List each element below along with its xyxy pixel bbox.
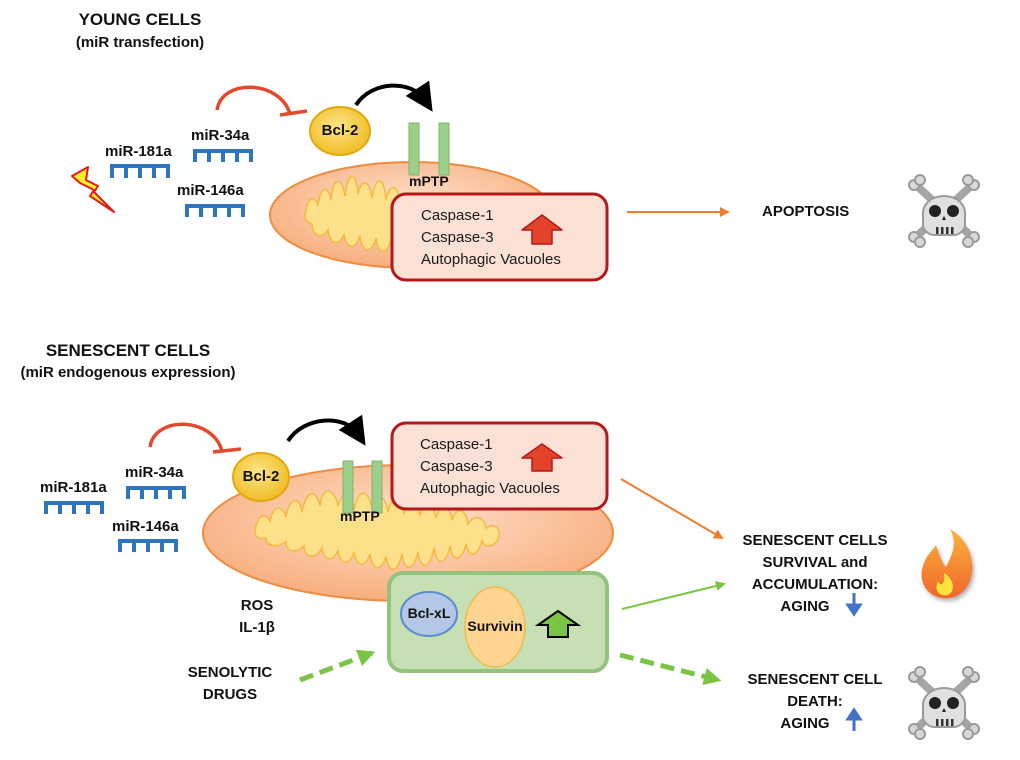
stress-factors-label: ROS IL-1β	[232, 595, 282, 639]
mptp-channel-icon	[408, 122, 450, 176]
survival-to-accumulation-arrow-icon	[621, 581, 726, 610]
death-aging-label: AGING	[780, 715, 830, 732]
young-cells-subtitle: (miR transfection)	[75, 34, 205, 51]
caspase-box	[390, 192, 609, 282]
skull-crossbones-icon	[908, 666, 980, 740]
survivin-protein-icon	[464, 586, 526, 668]
mptp-label: mPTP	[409, 173, 449, 189]
increase-arrow-icon	[521, 443, 563, 472]
survival-aging-label: AGING	[780, 598, 830, 615]
mir-146a-label: miR-146a	[177, 182, 244, 199]
activation-arrow-icon	[286, 414, 366, 446]
autophagic-vacuoles-label: Autophagic Vacuoles	[421, 251, 561, 268]
senolytic-arrow-icon	[299, 649, 376, 683]
survival-line-2: SURVIVAL and	[762, 554, 868, 571]
fire-icon	[921, 529, 973, 599]
senolytic-drugs-label: SENOLYTIC DRUGS	[186, 662, 274, 706]
caspase-1-label: Caspase-1	[421, 207, 494, 224]
apoptosis-label: APOPTOSIS	[762, 203, 850, 220]
death-line-2: DEATH:	[787, 693, 843, 710]
mir-34a-strand-icon	[193, 149, 253, 162]
death-line-1: SENESCENT CELL	[747, 671, 883, 688]
bclxl-label: Bcl-xL	[407, 605, 451, 621]
caspase-1-label: Caspase-1	[420, 436, 493, 453]
survival-outcome-label: SENESCENT CELLS SURVIVAL and ACCUMULATIO…	[730, 530, 900, 618]
mir-34a-label: miR-34a	[125, 464, 184, 481]
senescent-cells-title: SENESCENT CELLS	[45, 341, 211, 360]
mir-34a-strand-icon	[126, 486, 186, 499]
death-outcome-label: SENESCENT CELL DEATH: AGING	[735, 669, 895, 735]
mptp-label: mPTP	[340, 508, 380, 524]
mir-34a-label: miR-34a	[191, 127, 250, 144]
mir-181a-label: miR-181a	[105, 143, 172, 160]
survival-line-1: SENESCENT CELLS	[742, 532, 888, 549]
senolytic-label: SENOLYTIC	[187, 664, 273, 681]
inhibition-arrow-icon	[215, 85, 308, 117]
mir-146a-strand-icon	[185, 204, 245, 217]
survival-line-3: ACCUMULATION:	[751, 576, 879, 593]
increase-arrow-icon	[521, 214, 563, 245]
mir-181a-strand-icon	[44, 501, 104, 514]
young-cells-title: YOUNG CELLS	[78, 10, 202, 29]
survivin-label: Survivin	[467, 618, 523, 634]
bclxl-protein-icon	[400, 591, 458, 637]
caspase-box-text: Caspase-1 Caspase-3 Autophagic Vacuoles	[421, 205, 561, 271]
aging-down-arrow-icon	[845, 593, 863, 617]
green-increase-arrow-icon	[534, 609, 582, 638]
activation-arrow-icon	[354, 80, 433, 112]
bcl2-label: Bcl-2	[242, 468, 280, 485]
autophagic-vacuoles-label: Autophagic Vacuoles	[420, 480, 560, 497]
mir-146a-strand-icon	[118, 539, 178, 552]
inhibition-arrow-icon	[148, 422, 242, 454]
caspase-3-label: Caspase-3	[420, 458, 493, 475]
lightning-bolt-icon	[71, 166, 115, 213]
to-death-arrow-icon	[619, 652, 722, 686]
caspase-box-text: Caspase-1 Caspase-3 Autophagic Vacuoles	[420, 434, 560, 500]
senescent-cells-subtitle: (miR endogenous expression)	[20, 364, 236, 381]
caspase-box	[390, 421, 609, 511]
bcl2-label: Bcl-2	[321, 122, 359, 139]
bcl2-protein-icon	[309, 106, 371, 156]
il1b-label: IL-1β	[239, 619, 275, 636]
aging-up-arrow-icon	[845, 707, 863, 731]
mir-181a-strand-icon	[110, 164, 170, 178]
mir-146a-label: miR-146a	[112, 518, 179, 535]
caspase-to-survival-arrow-icon	[620, 478, 724, 540]
skull-crossbones-icon	[908, 174, 980, 248]
mir-181a-label: miR-181a	[40, 479, 107, 496]
bcl2-protein-icon	[232, 452, 290, 502]
drugs-label: DRUGS	[202, 686, 258, 703]
caspase-3-label: Caspase-3	[421, 229, 494, 246]
mptp-channel-icon	[342, 460, 383, 514]
ros-label: ROS	[240, 597, 274, 614]
